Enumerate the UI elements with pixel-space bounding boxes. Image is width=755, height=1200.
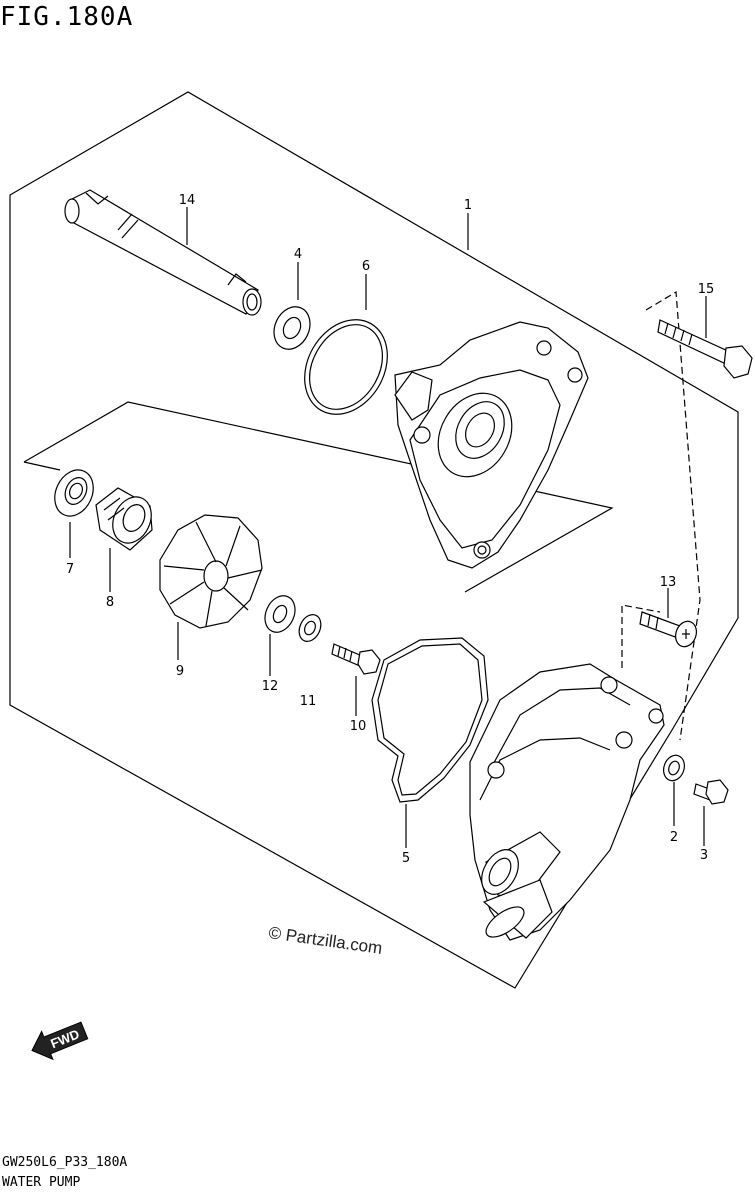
bolt-13-reference (621, 604, 661, 668)
washer-11 (298, 614, 322, 642)
pump-cover (394, 321, 589, 569)
bolt-15-reference (645, 290, 701, 741)
callout-5: 5 (402, 851, 410, 866)
copyright-text: © Partzilla.com (267, 923, 383, 958)
callout-11: 11 (300, 694, 317, 709)
gasket-5 (371, 637, 489, 803)
figure-code: GW250L6_P33_180A (2, 1155, 128, 1170)
callout-3: 3 (700, 848, 708, 863)
callout-14: 14 (179, 193, 196, 208)
callout-10: 10 (350, 719, 367, 734)
washer-4 (273, 306, 311, 350)
fwd-arrow-icon: FWD (31, 1021, 89, 1061)
figure-name: WATER PUMP (2, 1175, 81, 1190)
bolt-3 (693, 779, 729, 805)
callout-13: 13 (660, 575, 677, 590)
callout-12: 12 (262, 679, 279, 694)
mechanical-seal-8 (95, 487, 153, 551)
shaft (64, 189, 262, 316)
callout-6: 6 (362, 259, 370, 274)
callout-4: 4 (294, 247, 302, 262)
screw-13 (639, 611, 697, 648)
bolt-15 (657, 319, 753, 379)
leader-lines (69, 207, 707, 848)
callout-15: 15 (698, 282, 715, 297)
impeller-9 (159, 514, 263, 629)
figure-title: FIG.180A (0, 2, 134, 32)
oil-seal-7 (54, 469, 94, 517)
pump-housing (469, 663, 665, 941)
assembly-outline (9, 91, 739, 989)
callout-7: 7 (66, 562, 74, 577)
bolt-10 (331, 643, 381, 675)
callout-8: 8 (106, 595, 114, 610)
washer-12 (264, 595, 296, 633)
washer-2 (663, 754, 685, 782)
o-ring-6 (304, 319, 388, 415)
callout-9: 9 (176, 664, 184, 679)
impeller-group-outline (23, 401, 614, 593)
callout-2: 2 (670, 830, 678, 845)
callout-1: 1 (464, 198, 472, 213)
